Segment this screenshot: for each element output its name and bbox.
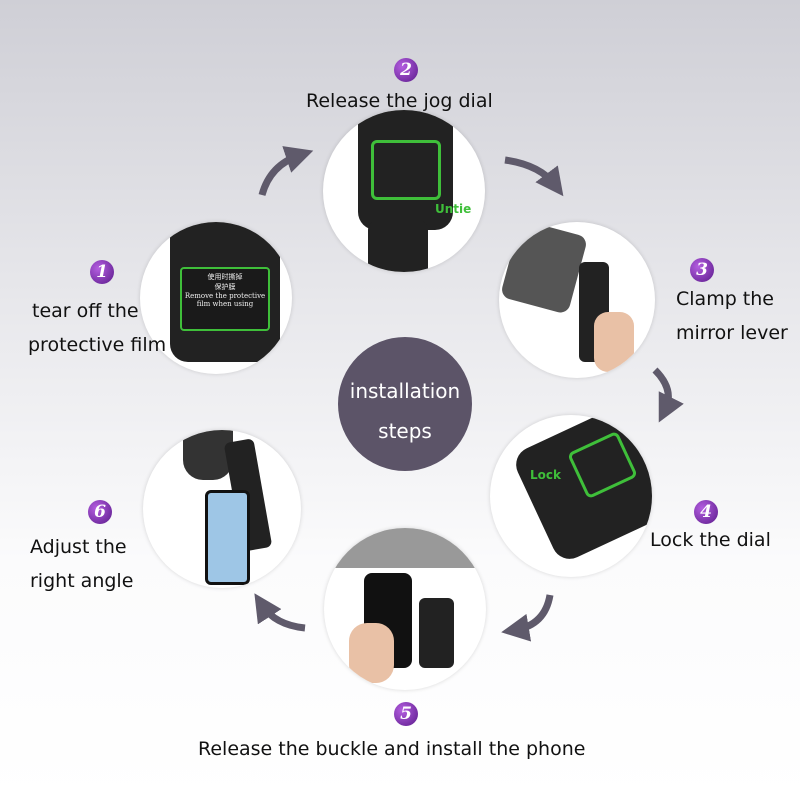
arrow-4-to-5: [501, 594, 554, 642]
step4-photo: Lock: [490, 415, 652, 577]
untie-callout: Untie: [435, 202, 472, 216]
step6-badge: 6: [88, 500, 112, 524]
step1-badge: 1: [90, 260, 114, 284]
step3-label: Clamp the mirror lever: [676, 288, 788, 344]
step5-photo: [324, 528, 486, 690]
installation-steps-title: installation steps: [338, 337, 472, 471]
step2-label: Release the jog dial: [306, 90, 493, 112]
arrow-1-to-2: [258, 146, 314, 197]
step4-label: Lock the dial: [650, 529, 771, 551]
step3-photo: [499, 222, 655, 378]
step2-badge: 2: [394, 58, 418, 82]
step1-photo: 使用时撕掉 保护膜 Remove the protective film whe…: [140, 222, 292, 374]
arrow-5-to-6: [254, 593, 306, 632]
step6-label: Adjust the right angle: [30, 536, 134, 592]
step1-label: tear off the protective film: [28, 300, 167, 356]
protective-film: 使用时撕掉 保护膜 Remove the protective film whe…: [180, 267, 270, 331]
lock-callout: Lock: [530, 468, 561, 482]
step5-badge: 5: [394, 702, 418, 726]
step3-badge: 3: [690, 258, 714, 282]
arrow-3-to-4: [652, 367, 684, 423]
step6-photo: [143, 430, 301, 588]
arrow-2-to-3: [504, 156, 564, 197]
step2-photo: Untie: [323, 110, 485, 272]
step4-badge: 4: [694, 500, 718, 524]
step5-label: Release the buckle and install the phone: [198, 738, 586, 760]
